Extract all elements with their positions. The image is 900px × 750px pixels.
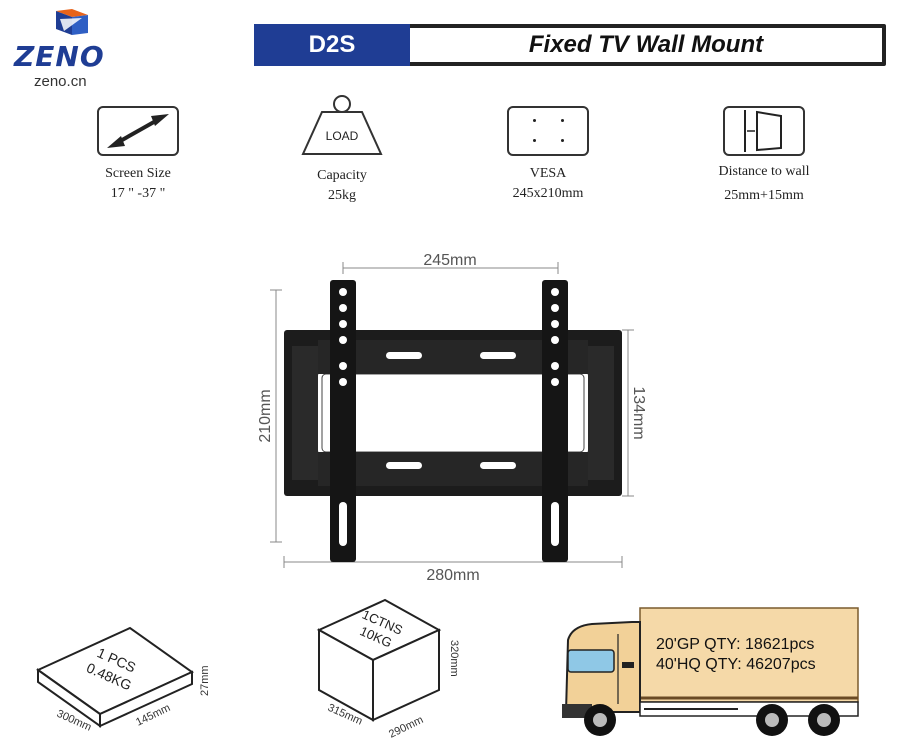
load-text: LOAD [326,129,359,143]
left-bracket-arm [330,280,356,562]
product-title: Fixed TV Wall Mount [410,26,884,64]
carton-height: 320mm [448,640,460,677]
wall-distance-icon [723,106,805,156]
dim-left-height: 210mm [257,389,274,442]
spec-value: 245x210mm [512,186,584,201]
dim-bottom-width: 280mm [426,567,479,584]
unit-box-diagram: 1 PCS 0.48KG 300mm 145mm 27mm [36,626,211,734]
spec-label: Distance to wall [718,164,810,179]
load-weight-icon: LOAD [301,95,383,155]
spec-screen-size: Screen Size 17 " -37 " [78,106,198,204]
spec-label: VESA [529,166,567,181]
right-bracket-arm [542,280,568,562]
qty-40hq: 40'HQ QTY: 46207pcs [656,656,816,673]
spec-value: 25mm+15mm [724,188,804,203]
spec-vesa: VESA 245x210mm [488,106,608,204]
mount-dimension-diagram: 245mm 210mm 134mm 280mm [257,252,647,584]
brand-domain: zeno.cn [34,73,87,90]
carton-diagram: 1CTNS 10KG 315mm 290mm 320mm [316,598,460,741]
vesa-pattern-icon [507,106,589,156]
model-badge: D2S [254,24,410,66]
logo-mark-icon [56,9,88,35]
spec-value: 17 " -37 " [110,186,166,201]
spec-label: Screen Size [105,166,171,181]
unit-box-height: 27mm [199,665,211,696]
spec-value: 25kg [328,188,356,203]
dim-top-width: 245mm [423,252,476,269]
brand-wordmark: ZENO [14,40,105,73]
brand-logo [10,5,130,95]
qty-20gp: 20'GP QTY: 18621pcs [656,636,815,653]
spec-label: Capacity [317,168,367,183]
spec-distance: Distance to wall 25mm+15mm [694,106,834,206]
dim-right-height: 134mm [630,386,647,439]
carton-width: 290mm [387,714,425,741]
resize-arrows-icon [97,106,179,156]
shipping-truck-illustration [562,607,859,736]
spec-capacity: LOAD Capacity 25kg [282,94,402,206]
